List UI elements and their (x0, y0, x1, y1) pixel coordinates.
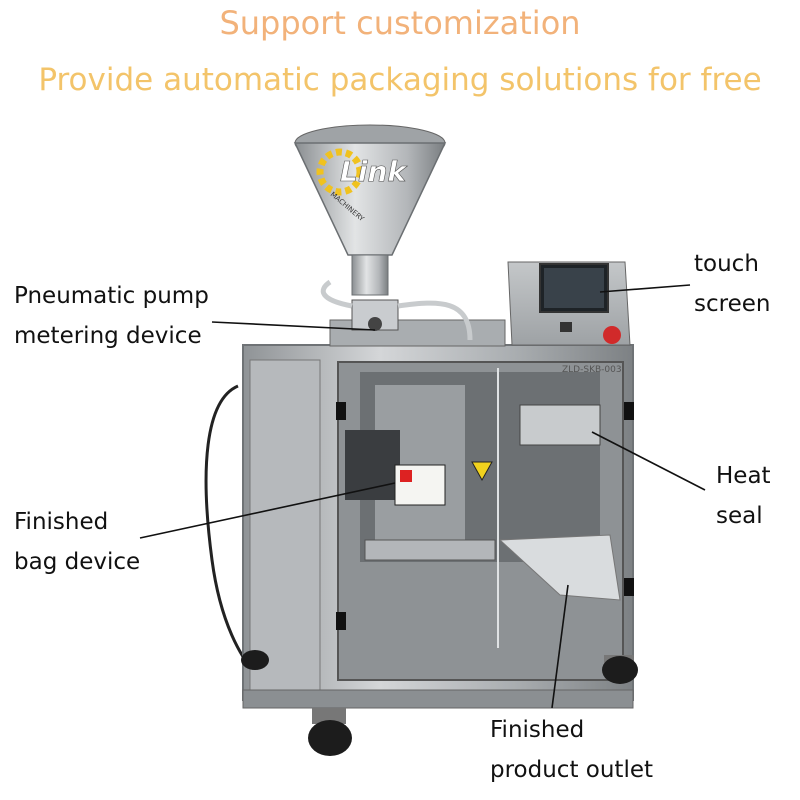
svg-text:Link: Link (340, 155, 408, 188)
caster-wheels (241, 650, 638, 756)
machine-cabinet (242, 344, 634, 709)
callout-lines (139, 284, 706, 709)
headline-solutions: Provide automatic packaging solutions fo… (38, 62, 762, 98)
control-panel: ZLD-SKB-003 (507, 261, 631, 375)
power-cable (204, 384, 264, 682)
label-pneumatic-pump: Pneumatic pump metering device (14, 283, 209, 349)
pump-metering-device (320, 279, 473, 341)
label-finished-bag-device: Finished bag device (14, 509, 141, 575)
label-heat-seal: Heat seal (716, 463, 771, 529)
headline-customization: Support customization (219, 4, 581, 42)
svg-text:ZLD-SKB-003: ZLD-SKB-003 (562, 365, 622, 375)
label-product-outlet: Finished product outlet (490, 717, 653, 783)
label-touch-screen: touch screen (694, 251, 771, 317)
hopper (293, 124, 447, 296)
